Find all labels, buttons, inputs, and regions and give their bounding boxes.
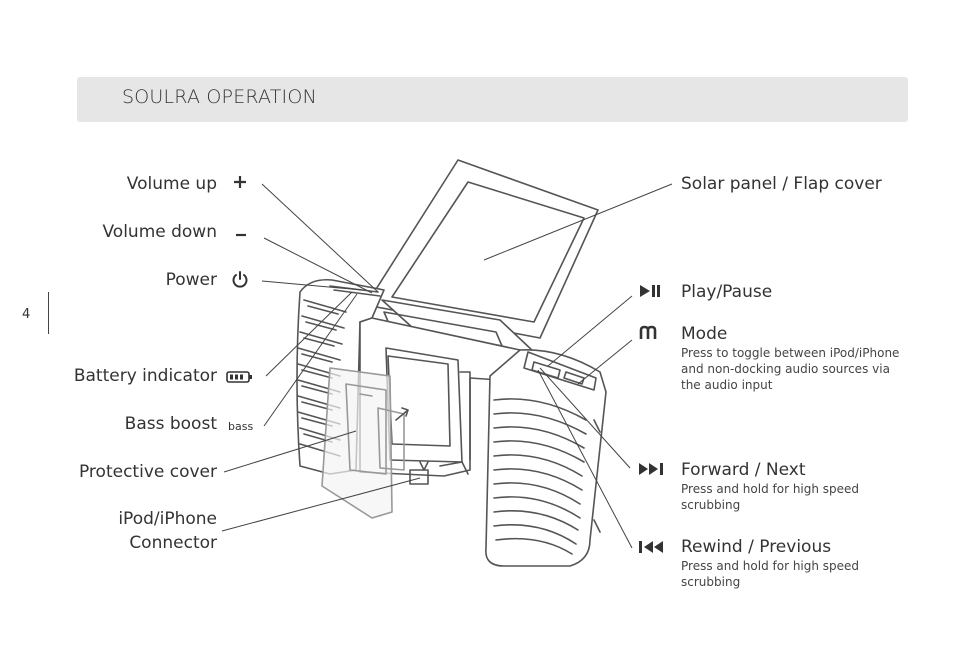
power-icon bbox=[232, 271, 248, 288]
label-connector-line1: iPod/iPhone bbox=[118, 509, 217, 529]
label-battery-indicator: Battery indicator bbox=[73, 366, 217, 386]
label-play-pause: Play/Pause bbox=[681, 282, 773, 302]
rewind-description: Press and hold for high speed scrubbing bbox=[681, 559, 860, 589]
label-solar-panel: Solar panel / Flap cover bbox=[681, 174, 882, 194]
mode-description: Press to toggle between iPod/iPhone and … bbox=[681, 346, 900, 392]
bass-icon-text: bass bbox=[228, 420, 254, 433]
label-mode: Mode bbox=[681, 324, 728, 344]
protective-cover bbox=[321, 367, 405, 519]
plus-icon bbox=[234, 176, 246, 188]
right-speaker-body bbox=[485, 349, 607, 567]
label-bass-boost: Bass boost bbox=[124, 414, 217, 434]
section-title: SOULRA OPERATION bbox=[122, 86, 317, 108]
label-rewind-previous: Rewind / Previous bbox=[681, 537, 832, 557]
label-connector-line2: Connector bbox=[129, 533, 217, 553]
solar-panel-flap bbox=[365, 159, 599, 339]
next-icon bbox=[639, 463, 663, 475]
play-pause-icon bbox=[640, 285, 660, 297]
battery-icon bbox=[226, 371, 252, 383]
label-volume-down: Volume down bbox=[102, 222, 217, 242]
minus-icon bbox=[236, 233, 246, 237]
page-number: 4 bbox=[22, 307, 31, 322]
section-header: SOULRA OPERATION bbox=[77, 77, 908, 122]
label-forward-next: Forward / Next bbox=[681, 460, 806, 480]
label-power: Power bbox=[165, 270, 217, 290]
mode-m-icon bbox=[639, 325, 657, 339]
label-volume-up: Volume up bbox=[126, 174, 217, 194]
label-protective-cover: Protective cover bbox=[78, 462, 217, 482]
previous-icon bbox=[639, 541, 663, 553]
forward-description: Press and hold for high speed scrubbing bbox=[681, 482, 860, 512]
page-rule-divider bbox=[48, 292, 49, 334]
